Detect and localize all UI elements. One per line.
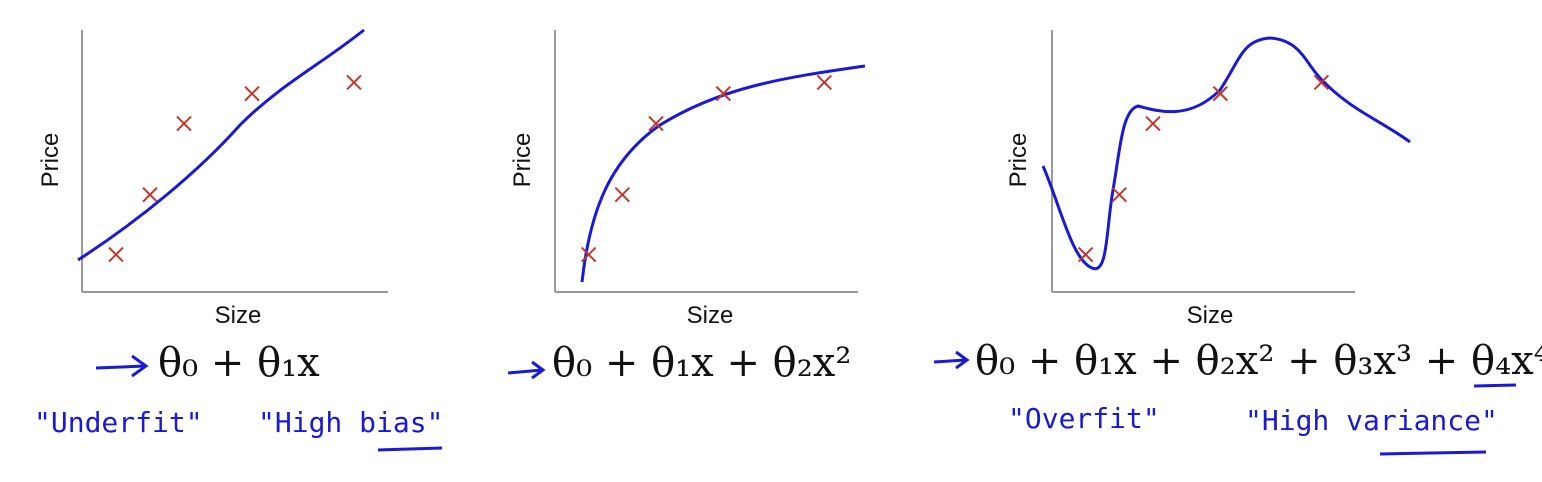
data-point — [614, 186, 631, 203]
x-axis-label: Size — [215, 302, 262, 329]
x4-underline — [1473, 383, 1517, 388]
data-point — [1145, 115, 1161, 132]
high-bias-tag: "High bias" — [258, 406, 443, 439]
data-point — [580, 246, 597, 263]
arrow-annotation — [933, 350, 970, 370]
y-axis-label: Price — [37, 133, 64, 188]
data-point — [1212, 85, 1229, 102]
model-formula: θ₀ + θ₁x + θ₂x² + θ₃x³ + θ₄x⁴ — [975, 338, 1542, 384]
fit-curve — [580, 64, 866, 283]
arrow-annotation — [95, 354, 149, 378]
data-point — [1111, 186, 1128, 203]
data-point — [244, 85, 260, 102]
data-point — [176, 115, 192, 132]
data-point — [142, 186, 158, 203]
data-point — [1313, 74, 1330, 91]
data-point — [715, 85, 732, 102]
model-formula: θ₀ + θ₁x — [158, 340, 320, 386]
high-variance-tag: "High variance" — [1245, 404, 1498, 437]
fit-curve — [1041, 36, 1411, 271]
variance-underline — [1379, 450, 1487, 456]
data-point — [648, 115, 664, 132]
data-points — [580, 74, 833, 263]
data-point — [346, 74, 362, 91]
data-point — [108, 246, 124, 263]
underfit-tag: "Underfit" — [34, 406, 203, 439]
data-points — [1077, 74, 1330, 263]
x-axis-label: Size — [687, 302, 734, 329]
overfit-tag: "Overfit" — [1008, 402, 1160, 435]
x-axis-label: Size — [1187, 302, 1234, 329]
data-point — [1077, 246, 1094, 263]
data-points — [108, 74, 362, 263]
fit-curve — [77, 28, 365, 262]
panel-good-fit: Price Size θ₀ + θ₁x + θ₂x² — [507, 30, 866, 386]
panel-overfit: Price Size θ₀ + θ₁x + θ₂x² + θ₃x³ + θ₄x⁴… — [933, 30, 1542, 456]
arrow-annotation — [507, 360, 546, 380]
y-axis-label: Price — [1005, 133, 1032, 188]
data-point — [816, 74, 833, 91]
model-formula: θ₀ + θ₁x + θ₂x² — [552, 340, 851, 386]
bias-underline — [377, 446, 443, 452]
y-axis-label: Price — [509, 133, 536, 188]
panel-underfit: Price Size θ₀ + θ₁x "Underfit" "High bia… — [34, 28, 443, 452]
